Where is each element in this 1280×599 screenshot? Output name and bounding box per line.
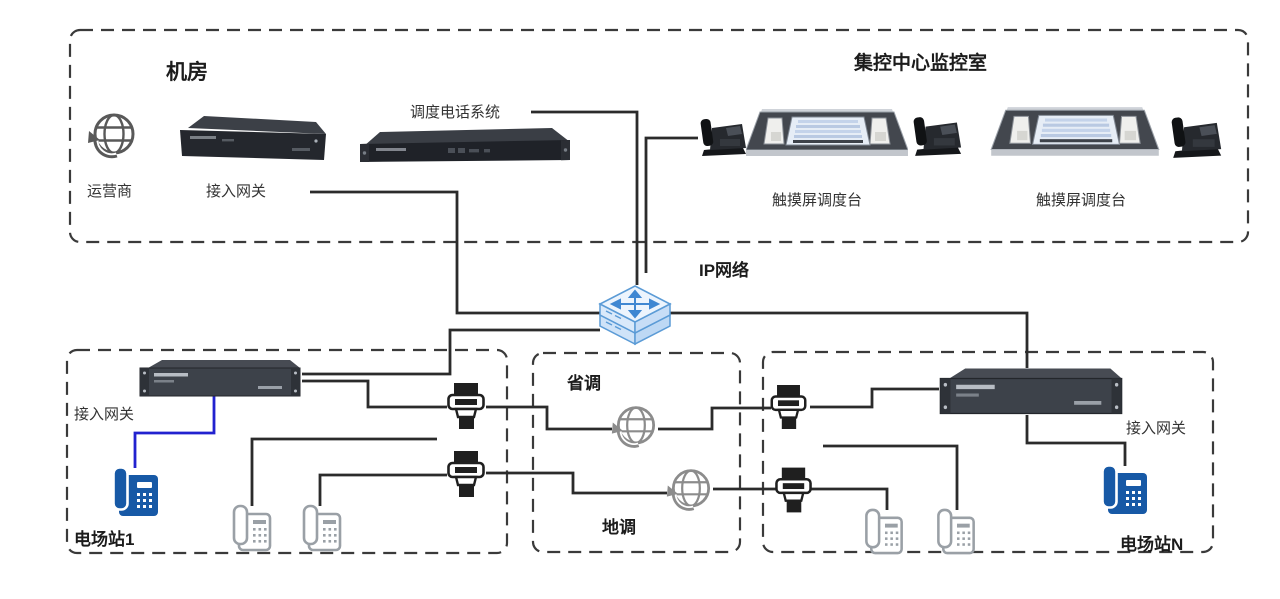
transceiver-icon	[447, 451, 485, 497]
access-gateway-stationN-label: 接入网关	[1126, 420, 1187, 437]
console1-label: 触摸屏调度台	[772, 192, 863, 209]
ip-phone-gray-icon	[864, 508, 905, 556]
access-gateway-stationN-device	[938, 366, 1124, 416]
station1-box	[65, 348, 509, 555]
line-transceiver1R-to-stationN-gateway	[810, 387, 939, 409]
provincial-network-globe-icon	[611, 403, 661, 455]
transceiver-icon	[447, 383, 485, 429]
desk-phone-icon	[696, 114, 748, 158]
line-switch-to-stationN-gateway	[667, 311, 1029, 368]
dispatch-phone-system-device	[356, 122, 572, 164]
line-transceiver1L-to-provincial	[486, 405, 612, 431]
provincial-dispatch-title: 省调	[567, 374, 601, 393]
line-station1-gateway-to-switch	[302, 328, 600, 376]
line-phone2L-to-transceiver2L	[318, 473, 447, 506]
desk-phone-icon	[1166, 112, 1224, 160]
line-console-phone-to-switch	[644, 136, 698, 273]
desk-phone-icon	[908, 112, 964, 158]
access-gateway-station1-label: 接入网关	[74, 406, 135, 423]
line-provincial-to-transceiver1R	[658, 406, 771, 431]
touchscreen-console-2-device	[988, 104, 1162, 164]
access-gateway-top-device	[176, 112, 326, 164]
ip-phone-gray-icon	[302, 504, 343, 553]
line-dispatch-system-to-switch	[531, 110, 639, 285]
line-top-gateway-to-switch	[310, 190, 600, 315]
network-switch-icon	[598, 284, 672, 346]
control-center-title: 集控中心监控室	[854, 53, 988, 74]
console2-label: 触摸屏调度台	[1036, 192, 1127, 209]
line-station1-gateway-to-blue-phone	[133, 396, 216, 468]
line-stationN-gateway-to-blue-phone	[1025, 415, 1127, 466]
stationN-title: 电场站N	[1120, 535, 1184, 554]
district-dispatch-title: 地调	[602, 518, 636, 537]
transceiver-icon	[775, 467, 812, 513]
operator-label: 运营商	[87, 183, 133, 200]
line-phone2R-bus	[823, 444, 959, 510]
ip-phone-blue-icon	[1101, 464, 1147, 514]
district-network-globe-icon	[666, 466, 716, 518]
access-gateway-station1-device	[138, 358, 302, 398]
stationN-box	[761, 350, 1215, 554]
station1-title: 电场站1	[74, 530, 135, 549]
dispatch-system-label: 调度电话系统	[410, 104, 501, 121]
ip-network-label: IP网络	[699, 261, 750, 280]
ip-phone-blue-icon	[112, 466, 158, 516]
touchscreen-console-1-device	[746, 106, 908, 164]
ip-phone-gray-icon	[936, 508, 977, 556]
line-station1-gateway-to-transceiver1	[302, 379, 447, 409]
machine-room-title: 机房	[166, 61, 208, 84]
line-transceiver2R-to-phone1R	[810, 487, 889, 510]
ip-phone-gray-icon	[232, 504, 273, 553]
line-transceiver2L-to-district	[486, 471, 667, 495]
dispatch-centers-box	[531, 351, 742, 554]
transceiver-icon	[770, 385, 807, 429]
access-gateway-top-label: 接入网关	[206, 183, 267, 200]
operator-globe-icon	[88, 110, 140, 166]
line-phone1L-bus	[250, 437, 437, 506]
machine-room-box	[68, 28, 1250, 244]
